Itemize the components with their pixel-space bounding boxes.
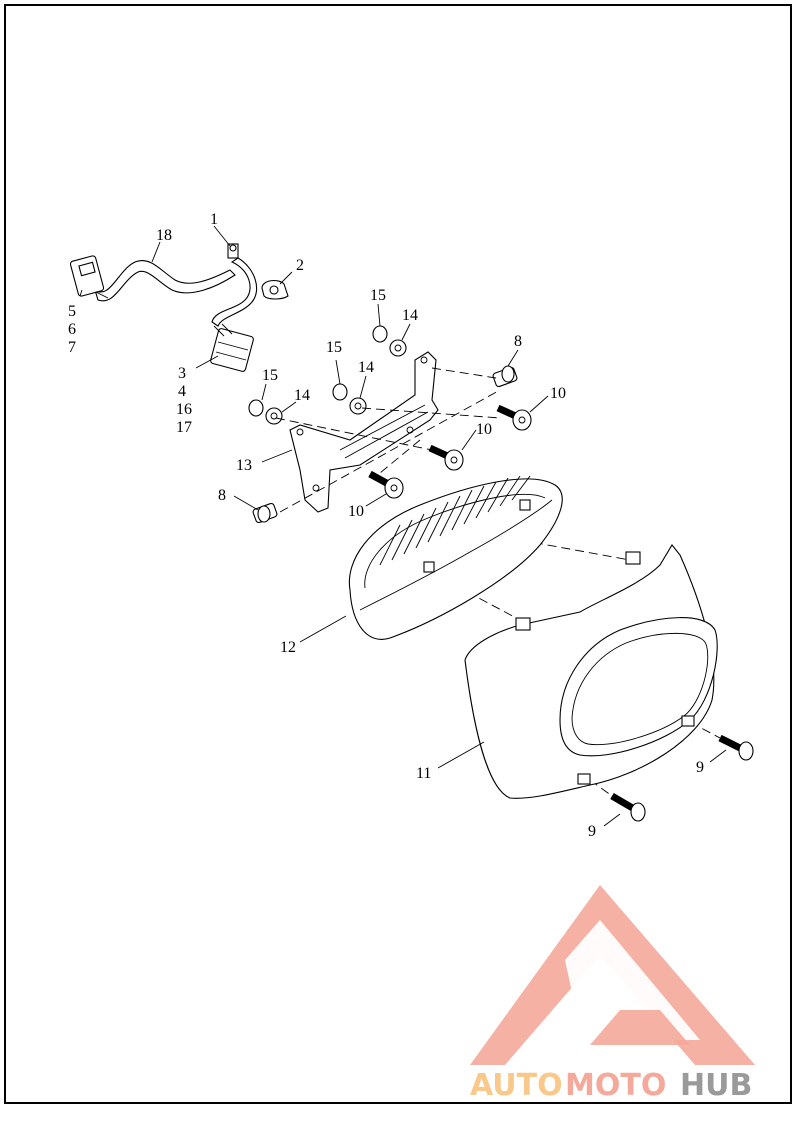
callout-9a: 9 [696,759,704,776]
mounting-bracket [289,351,439,513]
screws-10 [368,404,532,499]
callout-10c: 10 [348,503,364,520]
connector-left [69,255,109,299]
callout-8a: 8 [514,333,522,350]
callout-5: 5 [68,303,76,320]
callout-9b: 9 [588,823,596,840]
callout-13: 13 [236,457,252,474]
callout-11: 11 [416,765,431,782]
callout-7: 7 [68,339,76,356]
watermark-logo: AUTO MOTO HUB [470,885,755,1103]
diagram-frame [4,4,792,1104]
clip [261,279,289,300]
callout-14b: 14 [402,307,418,324]
connector-bottom [210,323,254,372]
wiring-harness [94,257,257,327]
callout-15b: 15 [370,287,386,304]
callout-10b: 10 [476,421,492,438]
headlamp-fins [379,475,531,566]
callout-1: 1 [210,211,218,228]
callout-15a: 15 [262,367,278,384]
watermark-text-moto: MOTO [565,1068,666,1103]
callout-3: 3 [178,365,186,382]
callout-17: 17 [176,419,192,436]
grommets-and-bushings [248,325,407,425]
cable-strap [227,243,239,259]
callout-6: 6 [68,321,76,338]
headlamp-bezel [464,544,718,799]
screws-9 [610,734,754,822]
callout-12: 12 [280,639,296,656]
callout-10a: 10 [550,385,566,402]
callout-15c: 15 [326,339,342,356]
callout-2: 2 [296,257,304,274]
callout-4: 4 [178,383,186,400]
watermark-text-hub: HUB [680,1068,752,1103]
screws-8 [252,365,518,524]
callout-16: 16 [176,401,192,418]
headlamp-assembly [348,475,563,640]
watermark-text-auto: AUTO [470,1068,563,1103]
callout-labels: 1 18 2 5 6 7 3 4 16 17 15 14 8 15 14 10 … [68,211,704,840]
callout-14a: 14 [294,387,310,404]
leader-lines [79,225,727,827]
callout-18: 18 [156,227,172,244]
callout-14c: 14 [358,359,374,376]
callout-8b: 8 [218,487,226,504]
